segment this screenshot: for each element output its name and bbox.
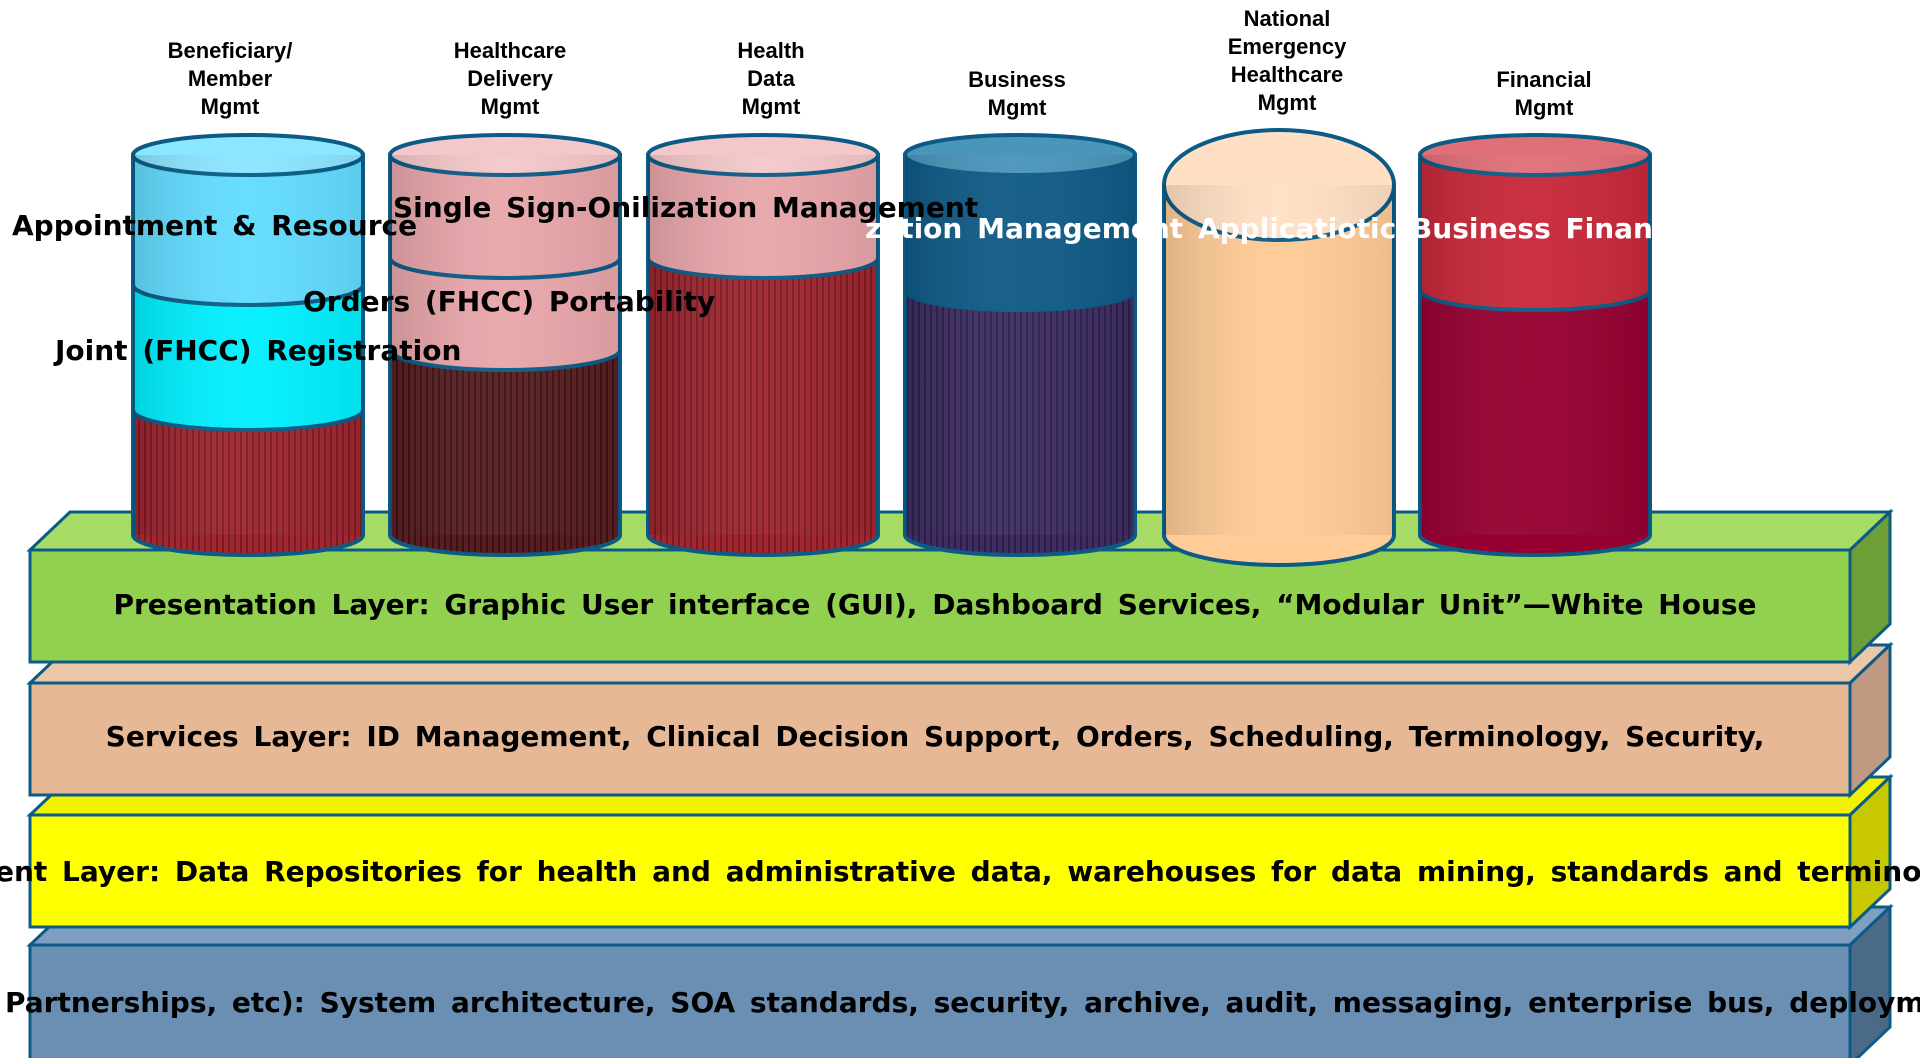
label-single-sign-on: Single Sign-Onilization Management — [393, 191, 979, 224]
data-management-layer-text: ent Layer: Data Repositories for health … — [0, 855, 1920, 888]
column-shading — [1164, 185, 1394, 535]
label-application-row: zation Management Applicatiotic Business… — [865, 213, 1745, 245]
column-shading — [648, 155, 878, 535]
layer-front-face — [28, 681, 1852, 797]
column-shading — [905, 155, 1135, 535]
data-columns — [131, 128, 1652, 567]
layer-front-face — [28, 813, 1852, 929]
layer-front-face — [28, 548, 1852, 664]
infrastructure-layer-text: Partnerships, etc): System architecture,… — [5, 986, 1920, 1019]
column-shading — [133, 155, 363, 535]
column-shading — [1420, 155, 1650, 535]
label-appointment-resource: Appointment & Resource — [12, 209, 418, 242]
presentation-layer-text: Presentation Layer: Graphic User interfa… — [113, 588, 1757, 621]
services-layer-text: Services Layer: ID Management, Clinical … — [105, 720, 1765, 753]
column-shading — [390, 155, 620, 535]
label-joint-registration: Joint (FHCC) Registration — [55, 334, 462, 367]
label-orders-portability: Orders (FHCC) Portability — [303, 285, 716, 318]
layer-front-face — [28, 943, 1852, 1062]
